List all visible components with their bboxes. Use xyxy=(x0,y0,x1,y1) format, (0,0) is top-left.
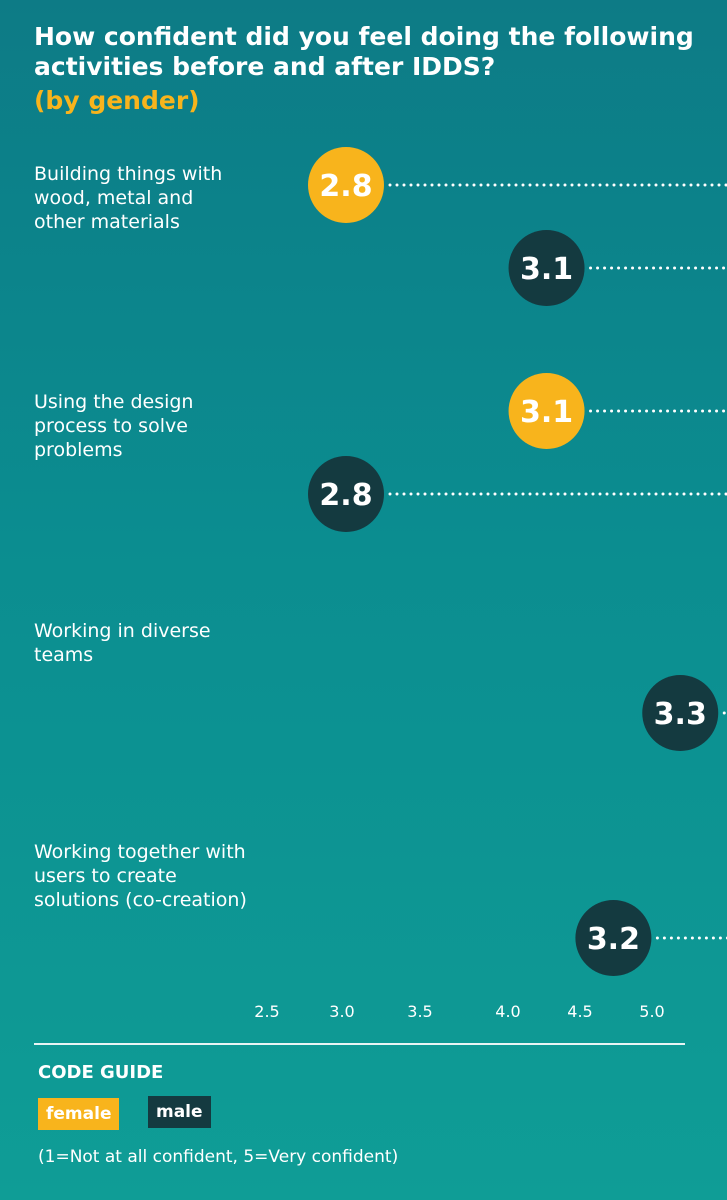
x-tick-1: 3.0 xyxy=(329,1002,354,1021)
marker-male-before-2 xyxy=(642,675,719,751)
legend-divider xyxy=(34,1043,685,1045)
x-tick-0: 2.5 xyxy=(254,1002,279,1021)
x-tick-5: 5.0 xyxy=(639,1002,664,1021)
value-label-male-before-1: 2.8 xyxy=(319,478,372,513)
scale-note: (1=Not at all confident, 5=Very confiden… xyxy=(38,1147,399,1167)
chart-subtitle: (by gender) xyxy=(34,86,200,115)
marker-male-before-1 xyxy=(308,456,384,532)
activity-label-diverse-teams: Working in diverse teams xyxy=(34,620,211,666)
activity-label-design-process: Using the design process to solve proble… xyxy=(34,391,194,461)
activity-label-co-creation: Working together with users to create so… xyxy=(34,841,247,911)
marker-female-before-0 xyxy=(308,147,384,223)
legend-female: female xyxy=(38,1098,120,1130)
x-tick-2: 3.5 xyxy=(407,1002,432,1021)
code-guide-heading: CODE GUIDE xyxy=(38,1062,164,1083)
value-label-male-before-2: 3.3 xyxy=(654,697,707,732)
marker-male-before-3 xyxy=(575,900,652,976)
marker-male-before-0 xyxy=(508,230,585,306)
marker-female-before-1 xyxy=(508,373,585,449)
x-tick-4: 4.5 xyxy=(567,1002,592,1021)
value-label-female-before-1: 3.1 xyxy=(520,395,573,430)
activity-label-building: Building things with wood, metal and oth… xyxy=(34,163,223,233)
value-label-female-before-0: 2.8 xyxy=(319,169,372,204)
value-label-male-before-3: 3.2 xyxy=(587,922,640,957)
legend-male: male xyxy=(148,1096,211,1128)
x-tick-3: 4.0 xyxy=(495,1002,520,1021)
chart-title: How confident did you feel doing the fol… xyxy=(34,22,694,81)
value-label-male-before-0: 3.1 xyxy=(520,252,573,287)
dumbbell-chart: 2.84.13.14.13.14.32.84.23.54.43.34.43.54… xyxy=(254,147,719,1021)
